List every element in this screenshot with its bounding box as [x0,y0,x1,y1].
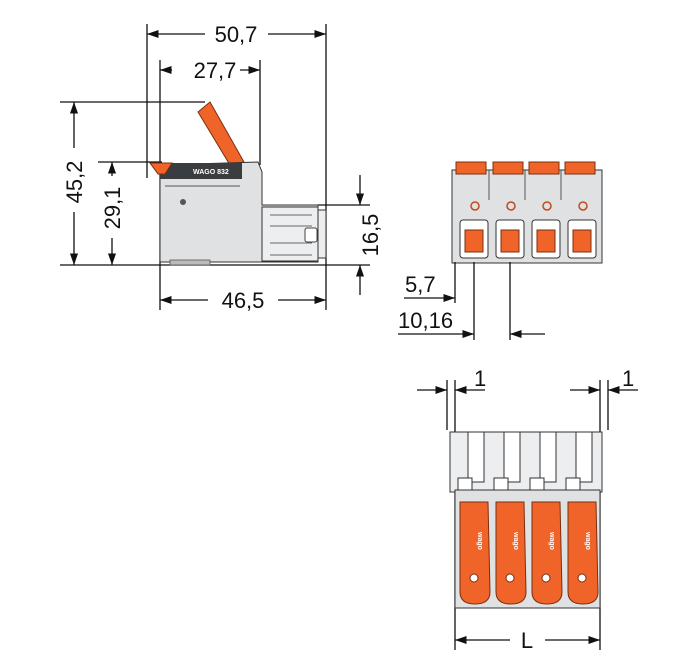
latch [493,477,509,491]
latch [457,477,473,491]
clamp [500,229,520,253]
lever-top [492,161,524,175]
lever-text: wago [584,531,591,550]
latch [304,227,318,243]
dim-front-height-label: 16,5 [358,214,383,257]
clamp [464,229,484,253]
lever-top [455,161,487,175]
lever-hole [577,573,587,583]
top-connector: wago wago wago wago [449,431,603,609]
lever [567,501,599,605]
latch [565,477,581,491]
lever-text: wago [512,531,519,550]
pin-slot [467,431,485,483]
brand-text: WAGO 832 [193,169,229,176]
lever [531,501,563,605]
test-point [470,201,480,211]
lever-text: wago [548,531,555,550]
levers: wago wago wago wago [459,501,599,605]
wire-openings [459,219,597,259]
test-point [506,201,516,211]
test-point [578,201,588,211]
lever [495,501,527,605]
dim-body-height-label: 29,1 [100,187,125,230]
dim-pitch-label: 10,16 [398,308,453,333]
lever [459,501,491,605]
clamp [572,229,592,253]
top-view: 1 1 wago wago [417,366,638,653]
dim-offset-label: 5,7 [405,272,436,297]
foot [169,259,211,266]
dim-right-margin-label: 1 [622,366,634,391]
latch [529,477,545,491]
release-tab [149,162,173,175]
dim-left-margin-label: 1 [474,366,486,391]
marker-dot [180,199,186,205]
dim-length-label: L [521,628,533,653]
clamp [536,229,556,253]
lever [197,101,245,166]
lever-top [564,161,596,175]
brand-strip [160,163,242,179]
test-point [542,201,552,211]
lever-top [528,161,560,175]
pin-slot [575,431,593,483]
dim-depth-label: 46,5 [222,288,265,313]
dim-total-height-label: 45,2 [62,161,87,204]
lever-hole [469,573,479,583]
lever-hole [505,573,515,583]
dim-total-width-label: 50,7 [215,22,258,47]
lever-hole [541,573,551,583]
front-view: 5,7 10,16 [398,161,603,340]
pin-slot [503,431,521,483]
lever-text: wago [476,531,483,550]
side-view: 50,7 27,7 45,2 29,1 46,5 16,5 WAGO [60,22,383,313]
side-connector: WAGO 832 [149,101,327,266]
front-face [317,209,327,259]
dim-lever-width-label: 27,7 [194,58,237,83]
pin-slot [539,431,557,483]
